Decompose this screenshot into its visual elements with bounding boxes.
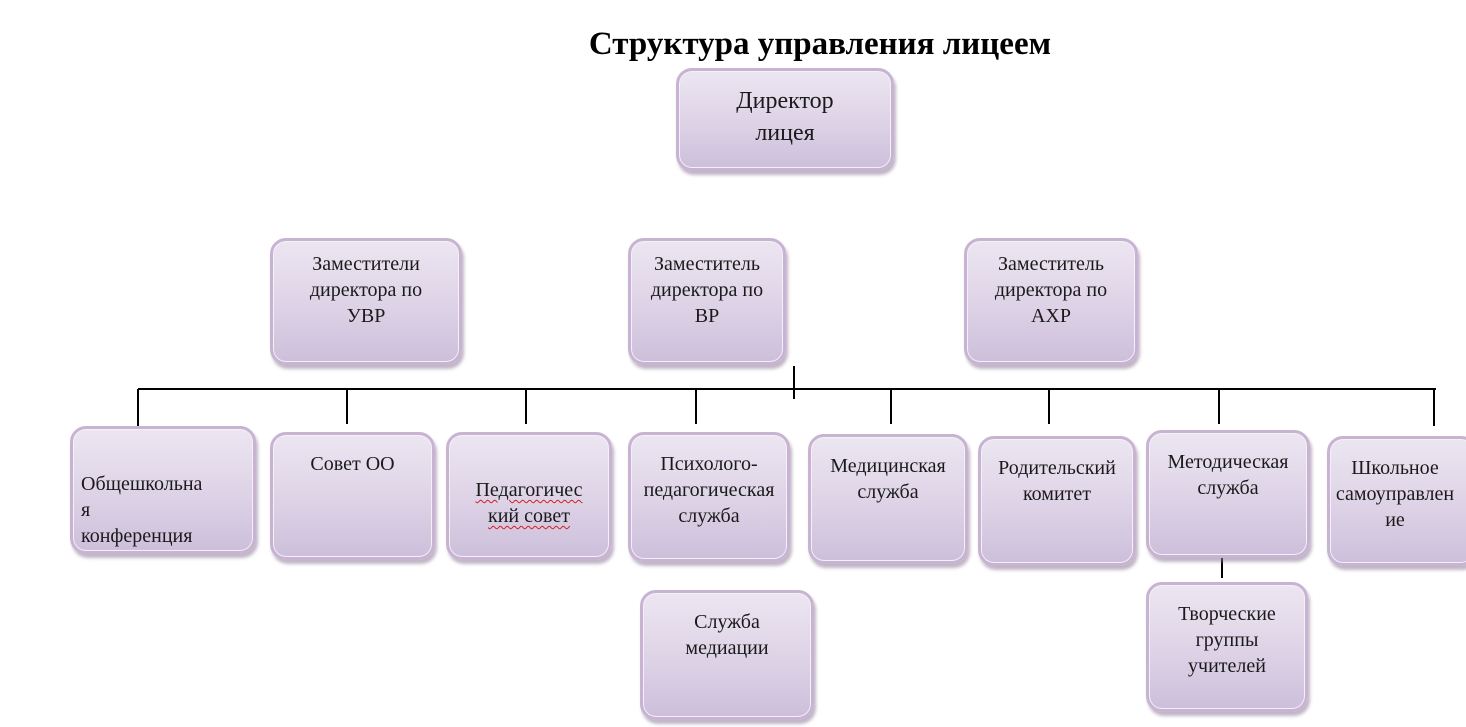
diagram-title: Структура управления лицеем	[588, 26, 1052, 62]
deputy-uvr-box: Заместители директора по УВР	[270, 238, 462, 365]
unit-conference-box: Общешкольна я конференция	[70, 426, 256, 554]
drop-line-self-gov	[1433, 389, 1435, 426]
horizontal-connector-bus	[138, 388, 1436, 390]
unit-parents-box: Родительский комитет	[978, 436, 1136, 566]
vertical-connector-main	[793, 366, 795, 399]
drop-line-medical	[890, 389, 892, 424]
drop-line-conference	[137, 389, 139, 426]
drop-line-methodical	[1218, 389, 1220, 424]
connector-methodical-creative	[1221, 544, 1223, 578]
drop-line-psych	[695, 389, 697, 424]
drop-line-ped-council	[525, 389, 527, 424]
sub-unit-creative-groups-box: Творческие группы учителей	[1146, 582, 1308, 712]
unit-methodical-box: Методическая служба	[1146, 430, 1310, 558]
ped-council-label: Педагогичес кий совет	[475, 479, 583, 527]
unit-self-gov-box: Школьное самоуправлен ие	[1327, 436, 1466, 566]
unit-ped-council-box: Педагогичес кий совет	[446, 432, 612, 560]
drop-line-parents	[1048, 389, 1050, 424]
director-box: Директор лицея	[676, 68, 894, 171]
unit-psych-service-box: Психолого- педагогическая служба	[628, 432, 790, 562]
unit-medical-box: Медицинская служба	[808, 434, 968, 564]
unit-council-box: Совет ОО	[270, 432, 435, 560]
deputy-vr-box: Заместитель директора по ВР	[628, 238, 786, 365]
sub-unit-mediation-box: Служба медиации	[640, 590, 814, 720]
drop-line-council	[346, 389, 348, 424]
deputy-ahr-box: Заместитель директора по АХР	[964, 238, 1138, 365]
